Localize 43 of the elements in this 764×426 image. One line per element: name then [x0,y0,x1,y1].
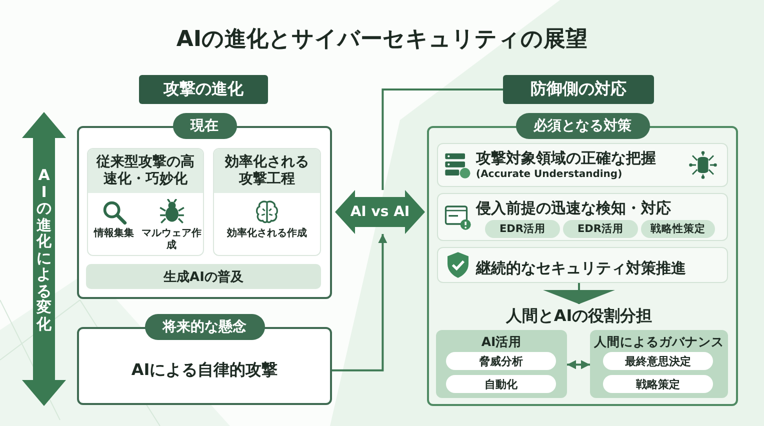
panel-text: AIによる自律的攻撃 [130,360,279,381]
row-title: 継続的なセキュリティ対策推進 [476,259,686,278]
row-title: 侵入前提の迅速な検知・対応 [476,199,671,218]
item-label: マルウェア作成 [140,228,202,252]
tag: 最終意思決定 [603,352,713,370]
arrow-label: AI vs AI [350,204,410,220]
card-heading: 従来型攻撃の高速化・巧妙化 [96,154,196,188]
card-heading: 効率化される攻撃工程 [224,154,310,188]
row-subtitle: (Accurate Understanding) [476,169,622,180]
heading-text: 人間とAIの役割分担 [500,304,658,328]
tag: 自動化 [446,375,556,393]
box-heading: 人間によるガバナンス [593,334,725,351]
panel [77,314,332,405]
item-label: 効率化される作成 [227,228,307,240]
tag: EDR活用 [485,220,560,238]
section-header: 防御側の対応 [503,75,654,104]
tag: 脅威分析 [446,352,556,370]
role-box [436,330,567,398]
card [213,148,321,256]
panel [77,113,332,299]
item-label: 情報集集 [94,228,134,240]
row-title: 攻撃対象領域の正確な把握 [476,149,656,168]
diagram-title: AIの進化とサイバーセキュリティの展望 [175,26,589,54]
arrow [332,234,388,372]
measure-row [437,247,728,283]
measure-row [437,193,728,241]
arrow-label: AIの進化による変化 [36,167,52,332]
arrow [543,283,615,304]
panel [427,113,738,406]
card [87,148,204,256]
panel-heading: 将来的な懸念 [144,314,264,340]
role-box [590,330,728,398]
tag: 戦略性策定 [641,220,715,238]
box-heading: AI活用 [480,334,523,351]
tag: EDR活用 [563,220,638,238]
panel-heading: 必須となる対策 [516,113,650,139]
connector-line [382,88,503,190]
arrow [567,360,590,370]
tag: 戦略策定 [603,375,713,393]
section-header: 攻撃の進化 [139,75,268,104]
info-bar: 生成AIの普及 [86,264,321,289]
panel-heading: 現在 [172,113,236,139]
measure-row [437,143,728,187]
